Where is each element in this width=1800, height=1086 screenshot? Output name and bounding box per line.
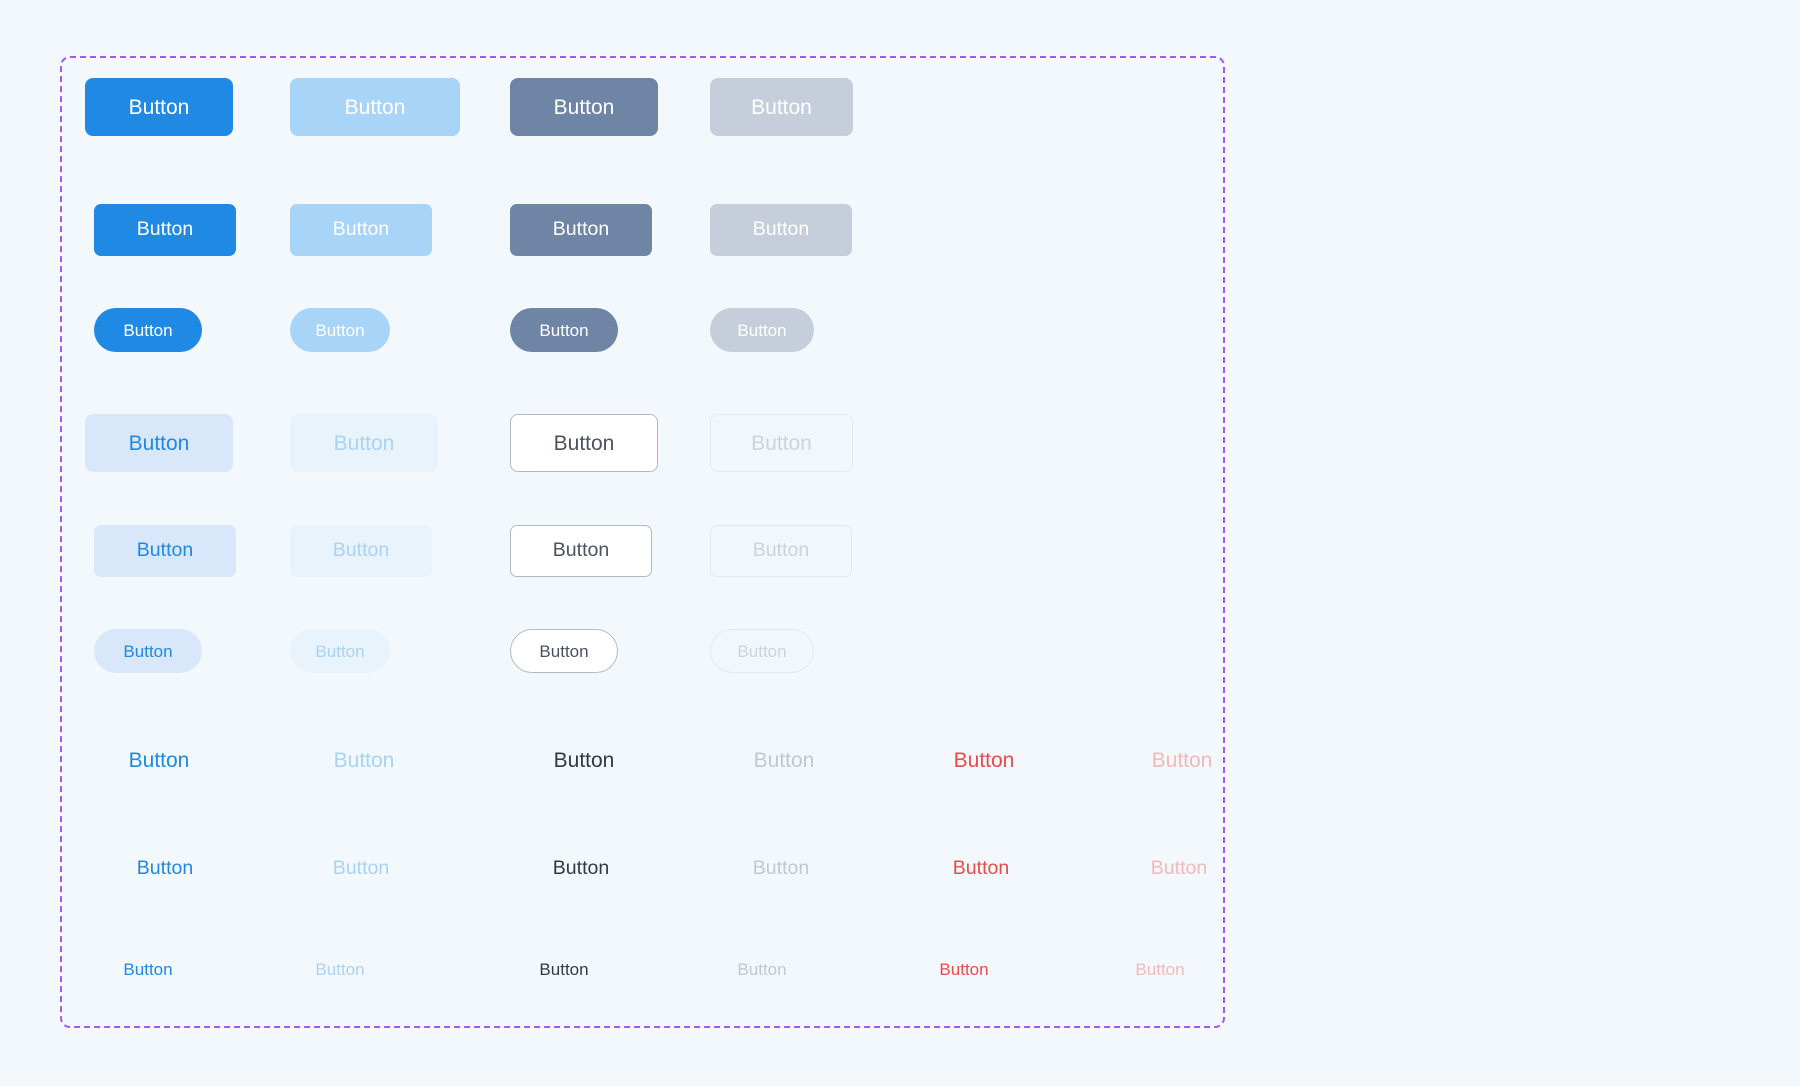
button-text-small-text-red-enabled[interactable]: Button — [939, 959, 989, 979]
button-soft-outline-pill-outline-enabled[interactable]: Button — [510, 629, 618, 673]
button-soft-outline-large-soft-disabled: Button — [290, 414, 438, 472]
button-text-medium-text-dark-enabled[interactable]: Button — [552, 857, 610, 880]
button-text-small-text-red-disabled: Button — [1135, 959, 1185, 979]
button-soft-outline-medium-outline-enabled[interactable]: Button — [510, 525, 652, 577]
button-solid-medium-primary-disabled: Button — [290, 204, 432, 256]
button-text-medium-text-red-enabled[interactable]: Button — [952, 857, 1010, 880]
button-soft-outline-large-soft-enabled[interactable]: Button — [85, 414, 233, 472]
button-solid-medium-primary-enabled[interactable]: Button — [94, 204, 236, 256]
button-solid-pill-primary-disabled: Button — [290, 308, 390, 352]
button-solid-large-slate-enabled[interactable]: Button — [510, 78, 658, 136]
button-soft-outline-pill-soft-disabled: Button — [290, 629, 390, 673]
button-text-large-text-blue-disabled: Button — [333, 748, 395, 772]
button-soft-outline-pill-soft-enabled[interactable]: Button — [94, 629, 202, 673]
button-soft-outline-medium-soft-disabled: Button — [290, 525, 432, 577]
button-soft-outline-large-outline-enabled[interactable]: Button — [510, 414, 658, 472]
button-solid-large-primary-enabled[interactable]: Button — [85, 78, 233, 136]
button-solid-pill-slate-disabled: Button — [710, 308, 814, 352]
button-text-medium-text-blue-disabled: Button — [332, 857, 390, 880]
button-text-small-text-dark-disabled: Button — [737, 959, 787, 979]
button-soft-outline-medium-outline-disabled: Button — [710, 525, 852, 577]
button-text-large-text-red-disabled: Button — [1151, 748, 1213, 772]
button-text-small-text-dark-enabled[interactable]: Button — [539, 959, 589, 979]
button-text-large-text-red-enabled[interactable]: Button — [953, 748, 1015, 772]
button-text-large-text-dark-enabled[interactable]: Button — [553, 748, 615, 772]
button-solid-pill-primary-enabled[interactable]: Button — [94, 308, 202, 352]
button-text-medium-text-blue-enabled[interactable]: Button — [136, 857, 194, 880]
button-solid-large-primary-disabled: Button — [290, 78, 460, 136]
button-text-large-text-dark-disabled: Button — [753, 748, 815, 772]
button-text-medium-text-dark-disabled: Button — [752, 857, 810, 880]
button-text-small-text-blue-disabled: Button — [315, 959, 365, 979]
button-solid-large-slate-disabled: Button — [710, 78, 853, 136]
button-solid-pill-slate-enabled[interactable]: Button — [510, 308, 618, 352]
dashed-frame-outline — [60, 56, 1225, 1028]
button-solid-medium-slate-enabled[interactable]: Button — [510, 204, 652, 256]
button-solid-medium-slate-disabled: Button — [710, 204, 852, 256]
button-soft-outline-pill-outline-disabled: Button — [710, 629, 814, 673]
button-soft-outline-medium-soft-enabled[interactable]: Button — [94, 525, 236, 577]
button-soft-outline-large-outline-disabled: Button — [710, 414, 853, 472]
button-text-medium-text-red-disabled: Button — [1150, 857, 1208, 880]
button-text-small-text-blue-enabled[interactable]: Button — [123, 959, 173, 979]
button-text-large-text-blue-enabled[interactable]: Button — [128, 748, 190, 772]
